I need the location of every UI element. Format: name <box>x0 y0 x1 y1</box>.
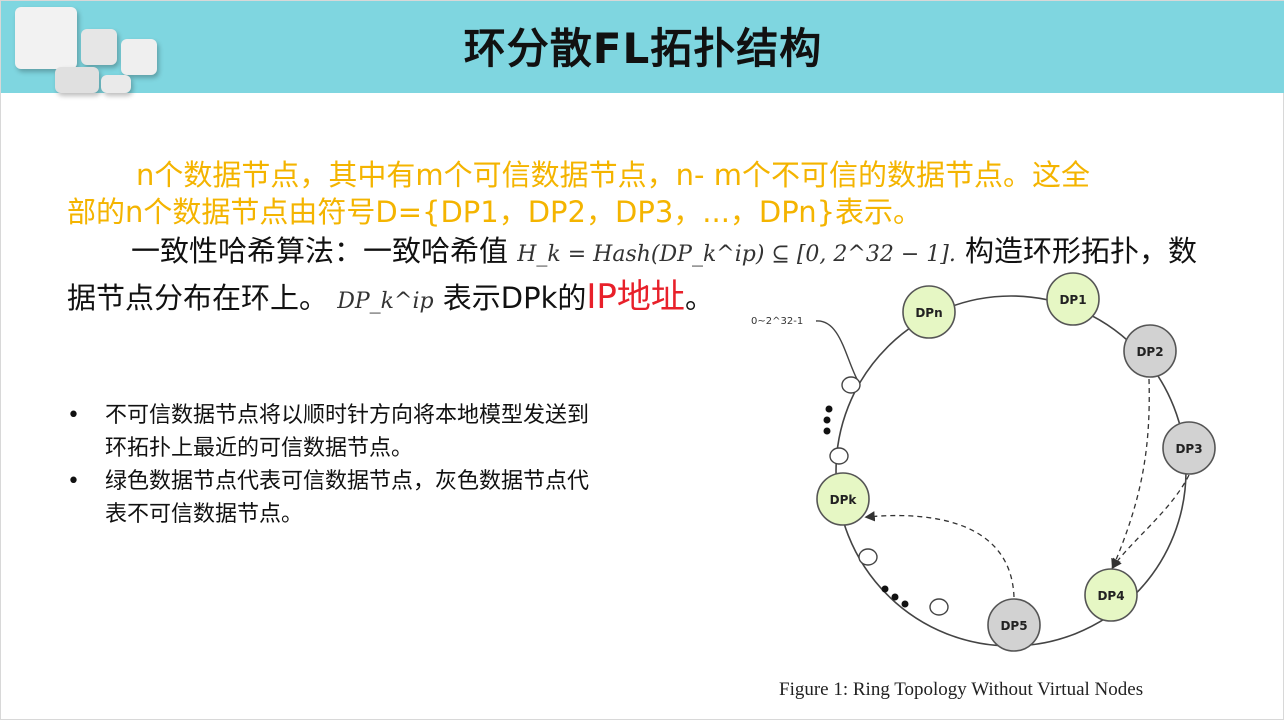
arrow-dp5-to-dpk <box>864 511 1015 598</box>
dp-ip-formula: DP_k^ip <box>337 289 434 314</box>
bullet-item: • 不可信数据节点将以顺时针方向将本地模型发送到 环拓扑上最近的可信数据节点。 <box>67 399 707 465</box>
node-dp4: DP4 <box>1084 568 1138 622</box>
bullet-1-line-1: 不可信数据节点将以顺时针方向将本地模型发送到 <box>105 403 590 428</box>
bullet-1-line-2: 环拓扑上最近的可信数据节点。 <box>105 436 414 461</box>
svg-text:DPk: DPk <box>830 493 858 507</box>
svg-text:DP3: DP3 <box>1175 442 1202 456</box>
ellipsis-dot <box>823 427 831 435</box>
figure-caption: Figure 1: Ring Topology Without Virtual … <box>779 679 1144 700</box>
svg-text:DP2: DP2 <box>1136 345 1163 359</box>
paragraph-1-line-2: 部的n个数据节点由符号D={DP1，DP2，DP3，...，DPn}表示。 <box>67 195 923 229</box>
virtual-slot <box>858 548 878 566</box>
ellipsis-dot <box>825 405 833 413</box>
slide-header: 环分散FL拓扑结构 <box>1 1 1284 93</box>
decorative-squares <box>1 1 171 93</box>
node-dpn: DPn <box>902 285 956 339</box>
bullet-2-line-1: 绿色数据节点代表可信数据节点，灰色数据节点代 <box>105 469 590 494</box>
ellipsis-dot <box>901 600 909 608</box>
page-title: 环分散FL拓扑结构 <box>463 24 823 73</box>
bullet-dot: • <box>67 469 80 494</box>
ip-address-highlight: IP地址 <box>586 277 685 317</box>
hash-formula: H_k = Hash(DP_k^ip) ⊆ [0, 2^32 − 1]. <box>517 242 956 267</box>
ellipsis-dot <box>881 585 889 593</box>
ellipsis-dot <box>823 416 831 424</box>
virtual-slot <box>841 376 861 394</box>
paragraph-2-text-a: 一致性哈希算法：一致哈希值 <box>131 234 509 268</box>
paragraph-2-text-b: 构造环形拓扑，数 <box>965 234 1198 268</box>
svg-text:DP4: DP4 <box>1097 589 1124 603</box>
range-label: 0~2^32-1 <box>751 316 803 327</box>
bullet-dot: • <box>67 403 80 428</box>
node-dpk: DPk <box>816 472 870 526</box>
paragraph-3: 据节点分布在环上。 DP_k^ip 表示DPk的IP地址。 <box>67 279 714 320</box>
node-dp5: DP5 <box>987 598 1041 652</box>
paragraph-3-text-b: 表示DPk的 <box>442 281 587 315</box>
arrow-dp2-to-dp4 <box>1111 378 1150 570</box>
node-dp2: DP2 <box>1123 324 1177 378</box>
bullet-2-line-2: 表不可信数据节点。 <box>105 502 304 527</box>
bullet-list: • 不可信数据节点将以顺时针方向将本地模型发送到 环拓扑上最近的可信数据节点。 … <box>67 399 707 531</box>
svg-text:DPn: DPn <box>915 306 942 320</box>
ring-topology-diagram: 0~2^32-1 DPn DP1 DP2 DP3 <box>751 272 1216 652</box>
bullet-item: • 绿色数据节点代表可信数据节点，灰色数据节点代 表不可信数据节点。 <box>67 465 707 531</box>
virtual-slot <box>829 447 849 465</box>
node-dp1: DP1 <box>1046 272 1100 326</box>
arrow-dp3-to-dp4 <box>1111 474 1190 570</box>
range-pointer-line <box>815 320 860 384</box>
svg-text:DP1: DP1 <box>1059 293 1086 307</box>
paragraph-1-line-1: n个数据节点，其中有m个可信数据节点，n- m个不可信的数据节点。这全 <box>136 158 1090 192</box>
paragraph-2: 一致性哈希算法：一致哈希值 H_k = Hash(DP_k^ip) ⊆ [0, … <box>131 233 1197 273</box>
paragraph-3-end: 。 <box>684 281 714 315</box>
svg-text:DP5: DP5 <box>1000 619 1027 633</box>
node-dp3: DP3 <box>1162 421 1216 475</box>
virtual-slot <box>929 598 949 616</box>
paragraph-3-text-a: 据节点分布在环上。 <box>67 281 329 315</box>
ellipsis-dot <box>891 593 899 601</box>
